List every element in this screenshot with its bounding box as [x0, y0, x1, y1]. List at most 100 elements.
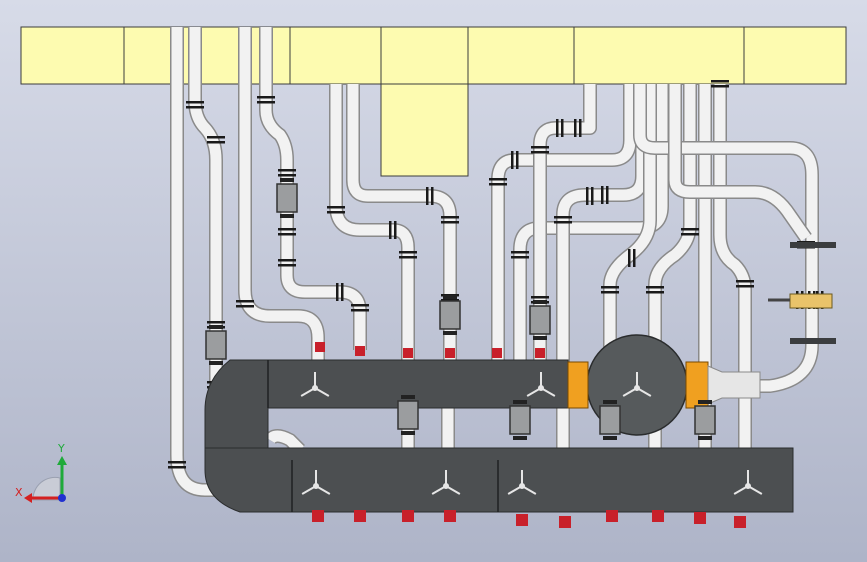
- valve-flange: [603, 400, 617, 404]
- coupling-ring: [531, 146, 549, 149]
- valve-flange: [280, 178, 294, 182]
- coupling-ring: [591, 187, 594, 205]
- pipe-run: [514, 84, 668, 360]
- coupling-ring: [574, 119, 577, 137]
- y-axis-label: Y: [57, 442, 65, 455]
- pipe-run: [265, 430, 304, 454]
- coupling-ring: [327, 206, 345, 209]
- fan-blade-icon: [507, 470, 537, 495]
- coupling-ring: [531, 151, 549, 154]
- nozzle-bottom: [312, 510, 324, 522]
- side-valve-body: [789, 293, 833, 309]
- coupling-ring: [586, 187, 589, 205]
- coupling-ring: [278, 259, 296, 262]
- valve-flange: [513, 436, 527, 440]
- header-panel-strip: [20, 26, 847, 85]
- coupling-ring: [531, 296, 549, 299]
- y-axis-arrowhead-icon: [57, 456, 67, 465]
- coupling-ring: [351, 309, 369, 312]
- fan-blade-icon: [300, 372, 330, 397]
- pipe-run: [492, 84, 636, 360]
- header-panel-extension: [380, 83, 469, 177]
- inline-valves[interactable]: [205, 178, 836, 440]
- coupling-ring: [601, 286, 619, 289]
- pipe-run: [260, 27, 366, 350]
- coupling-ring: [681, 233, 699, 236]
- pipe-run: [649, 84, 696, 455]
- inline-valve-body: [276, 183, 298, 213]
- coupling-ring: [556, 119, 559, 137]
- fan-hub: [312, 385, 318, 391]
- coupling-ring: [606, 186, 609, 204]
- coupling-ring: [168, 461, 186, 464]
- nozzle-bottom: [734, 516, 746, 528]
- triad-plane-icon: [32, 476, 61, 501]
- coupling-ring: [257, 101, 275, 104]
- inline-valve-body: [599, 405, 621, 435]
- lower-manifold: [204, 447, 794, 513]
- pipe-clamp: [790, 242, 836, 248]
- coupling-ring: [278, 233, 296, 236]
- coupling-ring: [394, 221, 397, 239]
- x-axis-arrowhead-icon: [24, 493, 32, 503]
- fan-blade-icon: [301, 470, 331, 495]
- coupling-ring: [168, 466, 186, 469]
- coupling-ring: [736, 280, 754, 283]
- fan-hub: [313, 483, 319, 489]
- coupling-ring: [511, 151, 514, 169]
- inline-valve-body: [439, 300, 461, 330]
- coupling-ring: [489, 183, 507, 186]
- inline-valve-body: [529, 305, 551, 335]
- nozzle-bottom: [516, 514, 528, 526]
- fan-blade-icon: [733, 470, 763, 495]
- coupling-ring: [579, 119, 582, 137]
- coupling-ring: [711, 85, 729, 88]
- coupling-ring: [554, 221, 572, 224]
- coupling-ring: [236, 300, 254, 303]
- inline-valve-body: [205, 330, 227, 360]
- pipe-run: [534, 84, 596, 360]
- nozzle-top: [445, 348, 455, 358]
- fan-hub: [634, 385, 640, 391]
- coupling-ring: [278, 169, 296, 172]
- coupling-ring: [646, 291, 664, 294]
- pipe-clamp: [790, 338, 836, 344]
- orange-flange-left: [567, 361, 589, 409]
- nozzle-top: [535, 348, 545, 358]
- valve-flange: [443, 331, 457, 335]
- inline-valve-body: [397, 400, 419, 430]
- nozzle-bottom: [402, 510, 414, 522]
- coupling-ring: [711, 80, 729, 83]
- coupling-ring: [554, 216, 572, 219]
- coupling-ring: [399, 256, 417, 259]
- coupling-ring: [736, 285, 754, 288]
- valve-flange: [280, 214, 294, 218]
- valve-flange: [443, 295, 457, 299]
- nozzle-top: [492, 348, 502, 358]
- coupling-ring: [561, 119, 564, 137]
- pipe-run: [634, 84, 818, 392]
- pipe-run: [347, 84, 456, 360]
- nozzle-top: [355, 346, 365, 356]
- coupling-ring: [601, 186, 604, 204]
- coupling-ring: [681, 228, 699, 231]
- nozzle-top: [315, 342, 325, 352]
- valve-flange: [698, 436, 712, 440]
- coupling-ring: [236, 305, 254, 308]
- coupling-ring: [341, 283, 344, 301]
- nozzle-bottom: [694, 512, 706, 524]
- fan-blade-icon: [622, 372, 652, 397]
- valve-flange: [401, 395, 415, 399]
- coordinate-triad-icon: X Y: [15, 442, 67, 503]
- pipe-run: [557, 84, 648, 450]
- coupling-ring: [336, 283, 339, 301]
- coupling-ring: [257, 96, 275, 99]
- nozzle-bottom: [444, 510, 456, 522]
- coupling-ring: [207, 321, 225, 324]
- coupling-ring: [441, 221, 459, 224]
- fan-icons: [300, 372, 763, 495]
- coupling-ring: [399, 251, 417, 254]
- red-nozzles: [312, 342, 746, 528]
